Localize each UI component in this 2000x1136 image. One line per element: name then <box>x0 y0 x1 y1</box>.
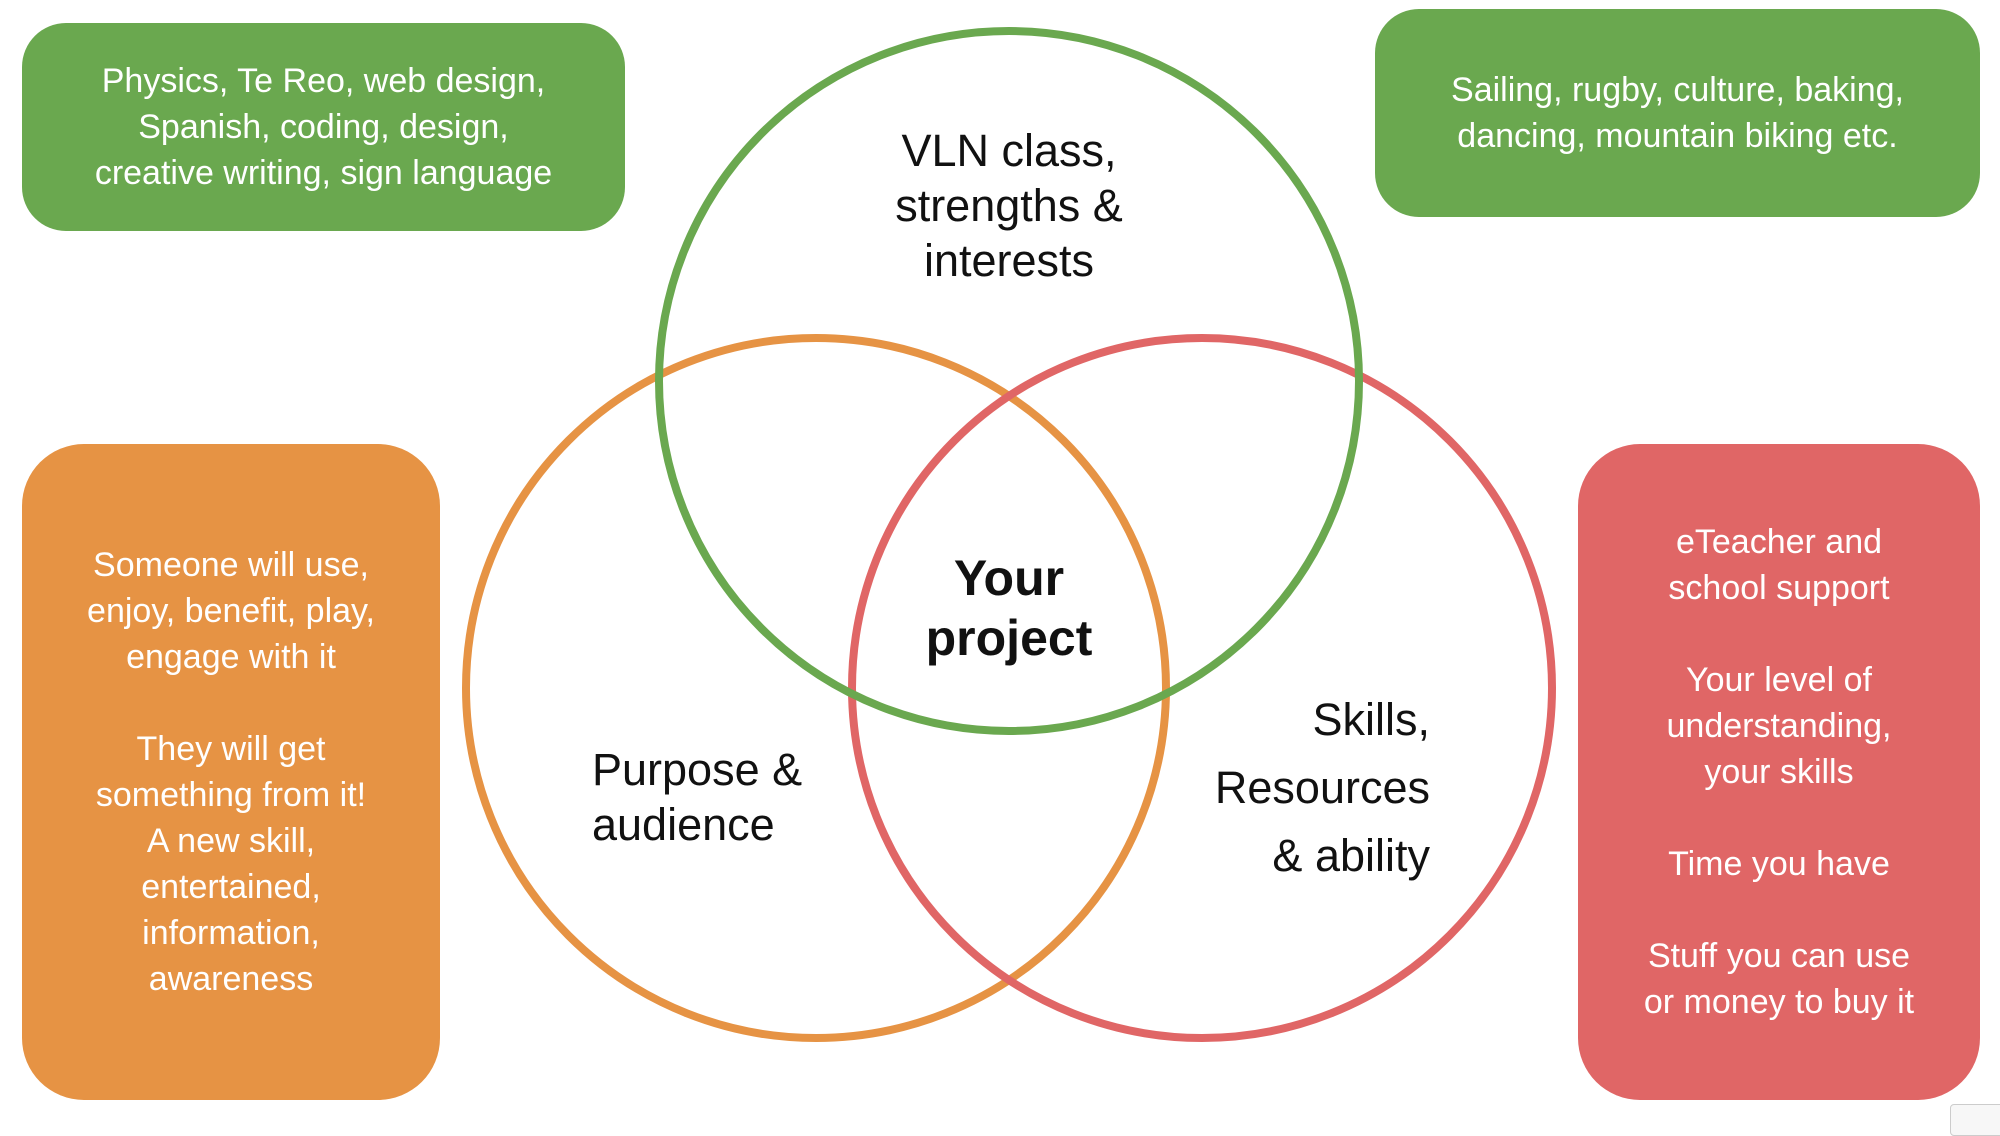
center-label: Your project <box>925 550 1093 666</box>
corner-widget[interactable] <box>1950 1104 2000 1136</box>
hobbies-box: Sailing, rugby, culture, baking, dancing… <box>1375 9 1980 217</box>
subjects-box: Physics, Te Reo, web design, Spanish, co… <box>22 23 625 231</box>
purpose-circle <box>462 334 1170 1042</box>
audience-box: Someone will use, enjoy, benefit, play, … <box>22 444 440 1100</box>
hobbies-text: Sailing, rugby, culture, baking, dancing… <box>1451 71 1904 155</box>
subjects-text: Physics, Te Reo, web design, Spanish, co… <box>94 62 553 192</box>
purpose-label: Purpose & audience <box>592 744 803 850</box>
resources-box: eTeacher and school support Your level o… <box>1578 444 1980 1100</box>
resources-text-4: Stuff you can use or money to buy it <box>1643 937 1915 1021</box>
skills-circle <box>848 334 1556 1042</box>
audience-text-2: They will get something from it! A new s… <box>95 730 367 998</box>
audience-text-1: Someone will use, enjoy, benefit, play, … <box>87 546 375 676</box>
resources-text-1: eTeacher and school support <box>1668 523 1890 607</box>
resources-text-3: Time you have <box>1668 845 1890 883</box>
resources-text-2: Your level of understanding, your skills <box>1666 661 1892 791</box>
interests-label: VLN class, strengths & interests <box>895 125 1123 286</box>
skills-label: Skills, Resources & ability <box>1214 694 1430 881</box>
interests-circle <box>655 27 1363 735</box>
